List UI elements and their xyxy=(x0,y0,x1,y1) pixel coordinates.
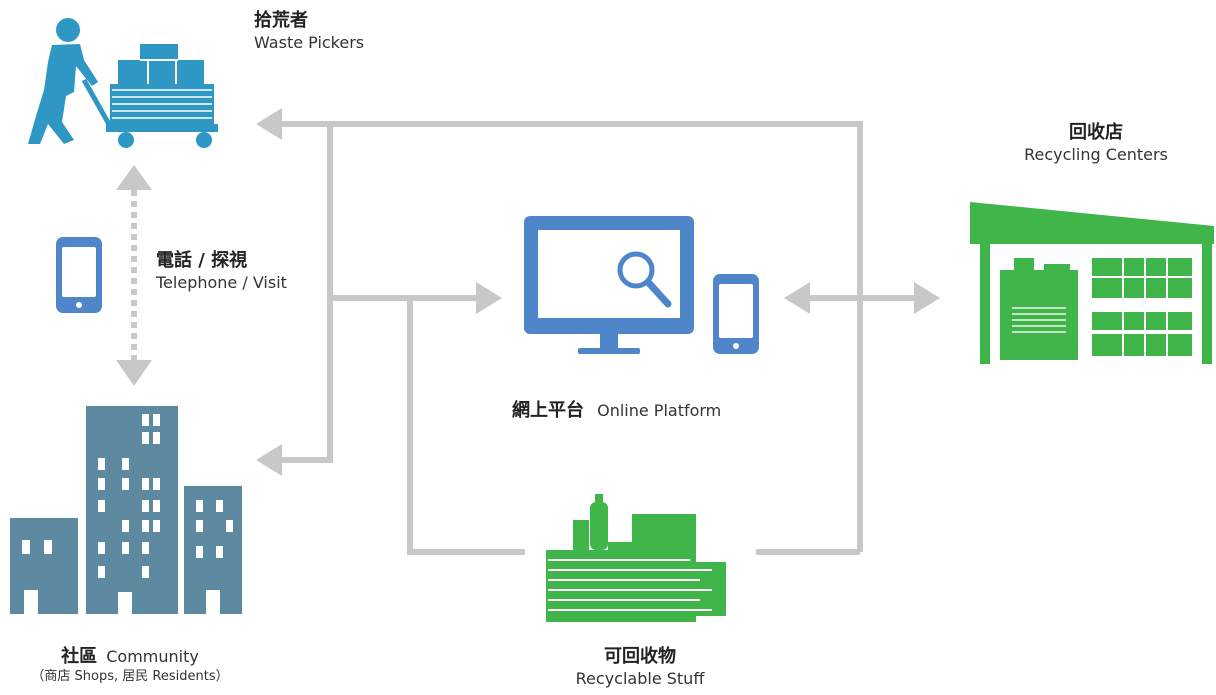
telephone-visit-zh: 電話 / 探視 xyxy=(156,250,248,271)
recyclable-stuff-en: Recyclable Stuff xyxy=(575,668,705,688)
arrow-to-community xyxy=(256,444,282,476)
monitor-search-icon xyxy=(524,216,694,354)
waste-pickers-en: Waste Pickers xyxy=(254,32,365,52)
arrow-to-recycling-center xyxy=(914,282,940,314)
connectors xyxy=(280,121,916,555)
waste-pickers-label: 拾荒者 Waste Pickers xyxy=(254,10,364,53)
recyclables-pile-icon xyxy=(546,494,726,622)
recycling-centers-zh: 回收店 xyxy=(1068,122,1123,143)
recyclable-stuff-zh: 可回收物 xyxy=(604,646,676,667)
community-buildings-icon xyxy=(10,406,242,614)
arrow-to-waste-pickers xyxy=(256,108,282,140)
connector-to-community xyxy=(280,124,333,463)
mobile-device-icon xyxy=(713,274,759,354)
recyclable-stuff-label: 可回收物 Recyclable Stuff xyxy=(576,646,705,689)
waste-pickers-zh: 拾荒者 xyxy=(254,10,308,31)
recycling-centers-label: 回收店 Recycling Centers xyxy=(1024,122,1168,165)
telephone-visit-label: 電話 / 探視 Telephone / Visit xyxy=(156,250,287,293)
telephone-visit-connector xyxy=(116,165,152,386)
online-platform-label: 網上平台 Online Platform xyxy=(512,400,721,423)
phone-icon xyxy=(56,237,102,313)
telephone-visit-en: Telephone / Visit xyxy=(156,272,287,292)
community-sub: （商店 Shops, 居民 Residents） xyxy=(31,668,229,684)
arrowheads xyxy=(256,108,940,476)
community-en: Community xyxy=(106,647,199,666)
community-zh: 社區 xyxy=(61,646,98,667)
recycling-center-building-icon xyxy=(970,202,1214,364)
recycling-centers-en: Recycling Centers xyxy=(1024,144,1168,164)
community-label: 社區 Community （商店 Shops, 居民 Residents） xyxy=(31,646,228,685)
connector-recyclables xyxy=(407,298,525,555)
arrow-to-platform xyxy=(476,282,502,314)
arrow-platform-left xyxy=(784,282,810,314)
online-platform-zh: 網上平台 xyxy=(512,400,584,421)
connector-to-waste-pickers xyxy=(280,121,863,552)
online-platform-en: Online Platform xyxy=(597,401,722,420)
waste-picker-cart-icon xyxy=(28,18,218,148)
